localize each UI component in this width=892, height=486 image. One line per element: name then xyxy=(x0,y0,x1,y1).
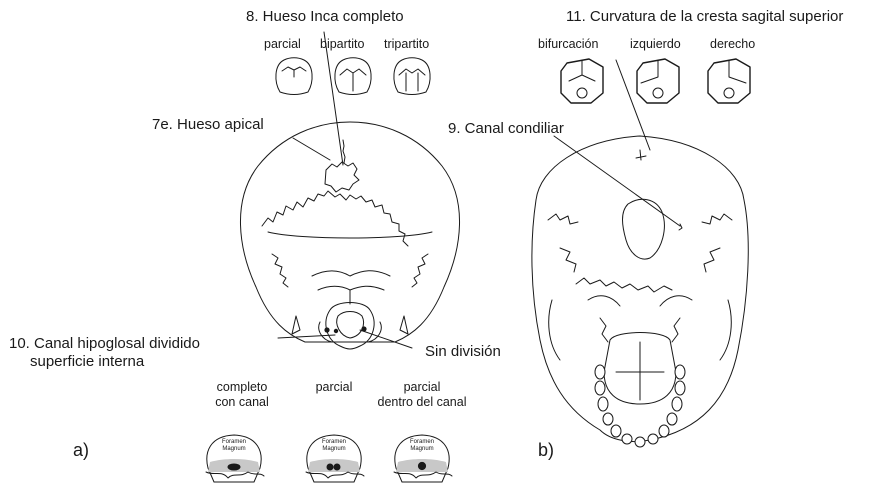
condiliar-leader-line xyxy=(554,136,680,226)
foramen-3-line1: Foramen xyxy=(402,439,442,445)
skull-inferior-drawing xyxy=(532,136,748,442)
cresta-sagital-title: 11. Curvatura de la cresta sagital super… xyxy=(566,9,843,24)
inca-variant-bipartito-label: bipartito xyxy=(320,38,364,51)
hueso-inca-title: 8. Hueso Inca completo xyxy=(246,9,404,24)
hipoglosal-variant-1-line1: completo xyxy=(212,381,272,394)
cresta-izquierdo-icon xyxy=(637,59,679,103)
canal-hipoglosal-title: 10. Canal hipoglosal dividido xyxy=(9,336,200,351)
cresta-bifurcacion-icon xyxy=(561,59,603,103)
cresta-variant-izquierdo-label: izquierdo xyxy=(630,38,681,51)
hipoglosal-leader-line xyxy=(278,335,335,338)
foramen-3-line2: Magnum xyxy=(402,446,442,452)
inca-variant-parcial-label: parcial xyxy=(264,38,301,51)
hypoglossal-dot-left xyxy=(324,327,329,332)
hipoglosal-variant-1-line2: con canal xyxy=(206,396,278,409)
foramen-1-line2: Magnum xyxy=(214,446,254,452)
skull-posterior-drawing xyxy=(240,122,459,349)
cresta-variant-bifurcacion-label: bifurcación xyxy=(538,38,598,51)
hueso-apical-label: 7e. Hueso apical xyxy=(152,117,264,132)
panel-a-label: a) xyxy=(73,440,89,461)
panel-b-label: b) xyxy=(538,440,554,461)
inca-bipartito-icon xyxy=(335,58,371,95)
apical-leader-line xyxy=(293,138,330,160)
inca-parcial-icon xyxy=(276,58,312,95)
hypoglossal-dot-right xyxy=(361,326,366,331)
foramen-2-line2: Magnum xyxy=(314,446,354,452)
inca-tripartito-icon xyxy=(394,58,430,95)
hipoglosal-variant-2-line1: parcial xyxy=(304,381,364,394)
hipoglosal-variant-3-line1: parcial xyxy=(392,381,452,394)
canal-condiliar-label: 9. Canal condiliar xyxy=(448,121,564,136)
inca-leader-line xyxy=(324,32,343,165)
inca-variant-tripartito-label: tripartito xyxy=(384,38,429,51)
foramen-2-line1: Foramen xyxy=(314,439,354,445)
canal-hipoglosal-subtitle: superficie interna xyxy=(30,354,144,369)
cresta-derecho-icon xyxy=(708,59,750,103)
hipoglosal-variant-3-line2: dentro del canal xyxy=(370,396,474,409)
hypoglossal-dot-mid xyxy=(334,329,338,333)
cresta-variant-derecho-label: derecho xyxy=(710,38,755,51)
foramen-1-line1: Foramen xyxy=(214,439,254,445)
sin-division-leader-line xyxy=(360,330,412,348)
sin-division-label: Sin división xyxy=(425,344,501,359)
